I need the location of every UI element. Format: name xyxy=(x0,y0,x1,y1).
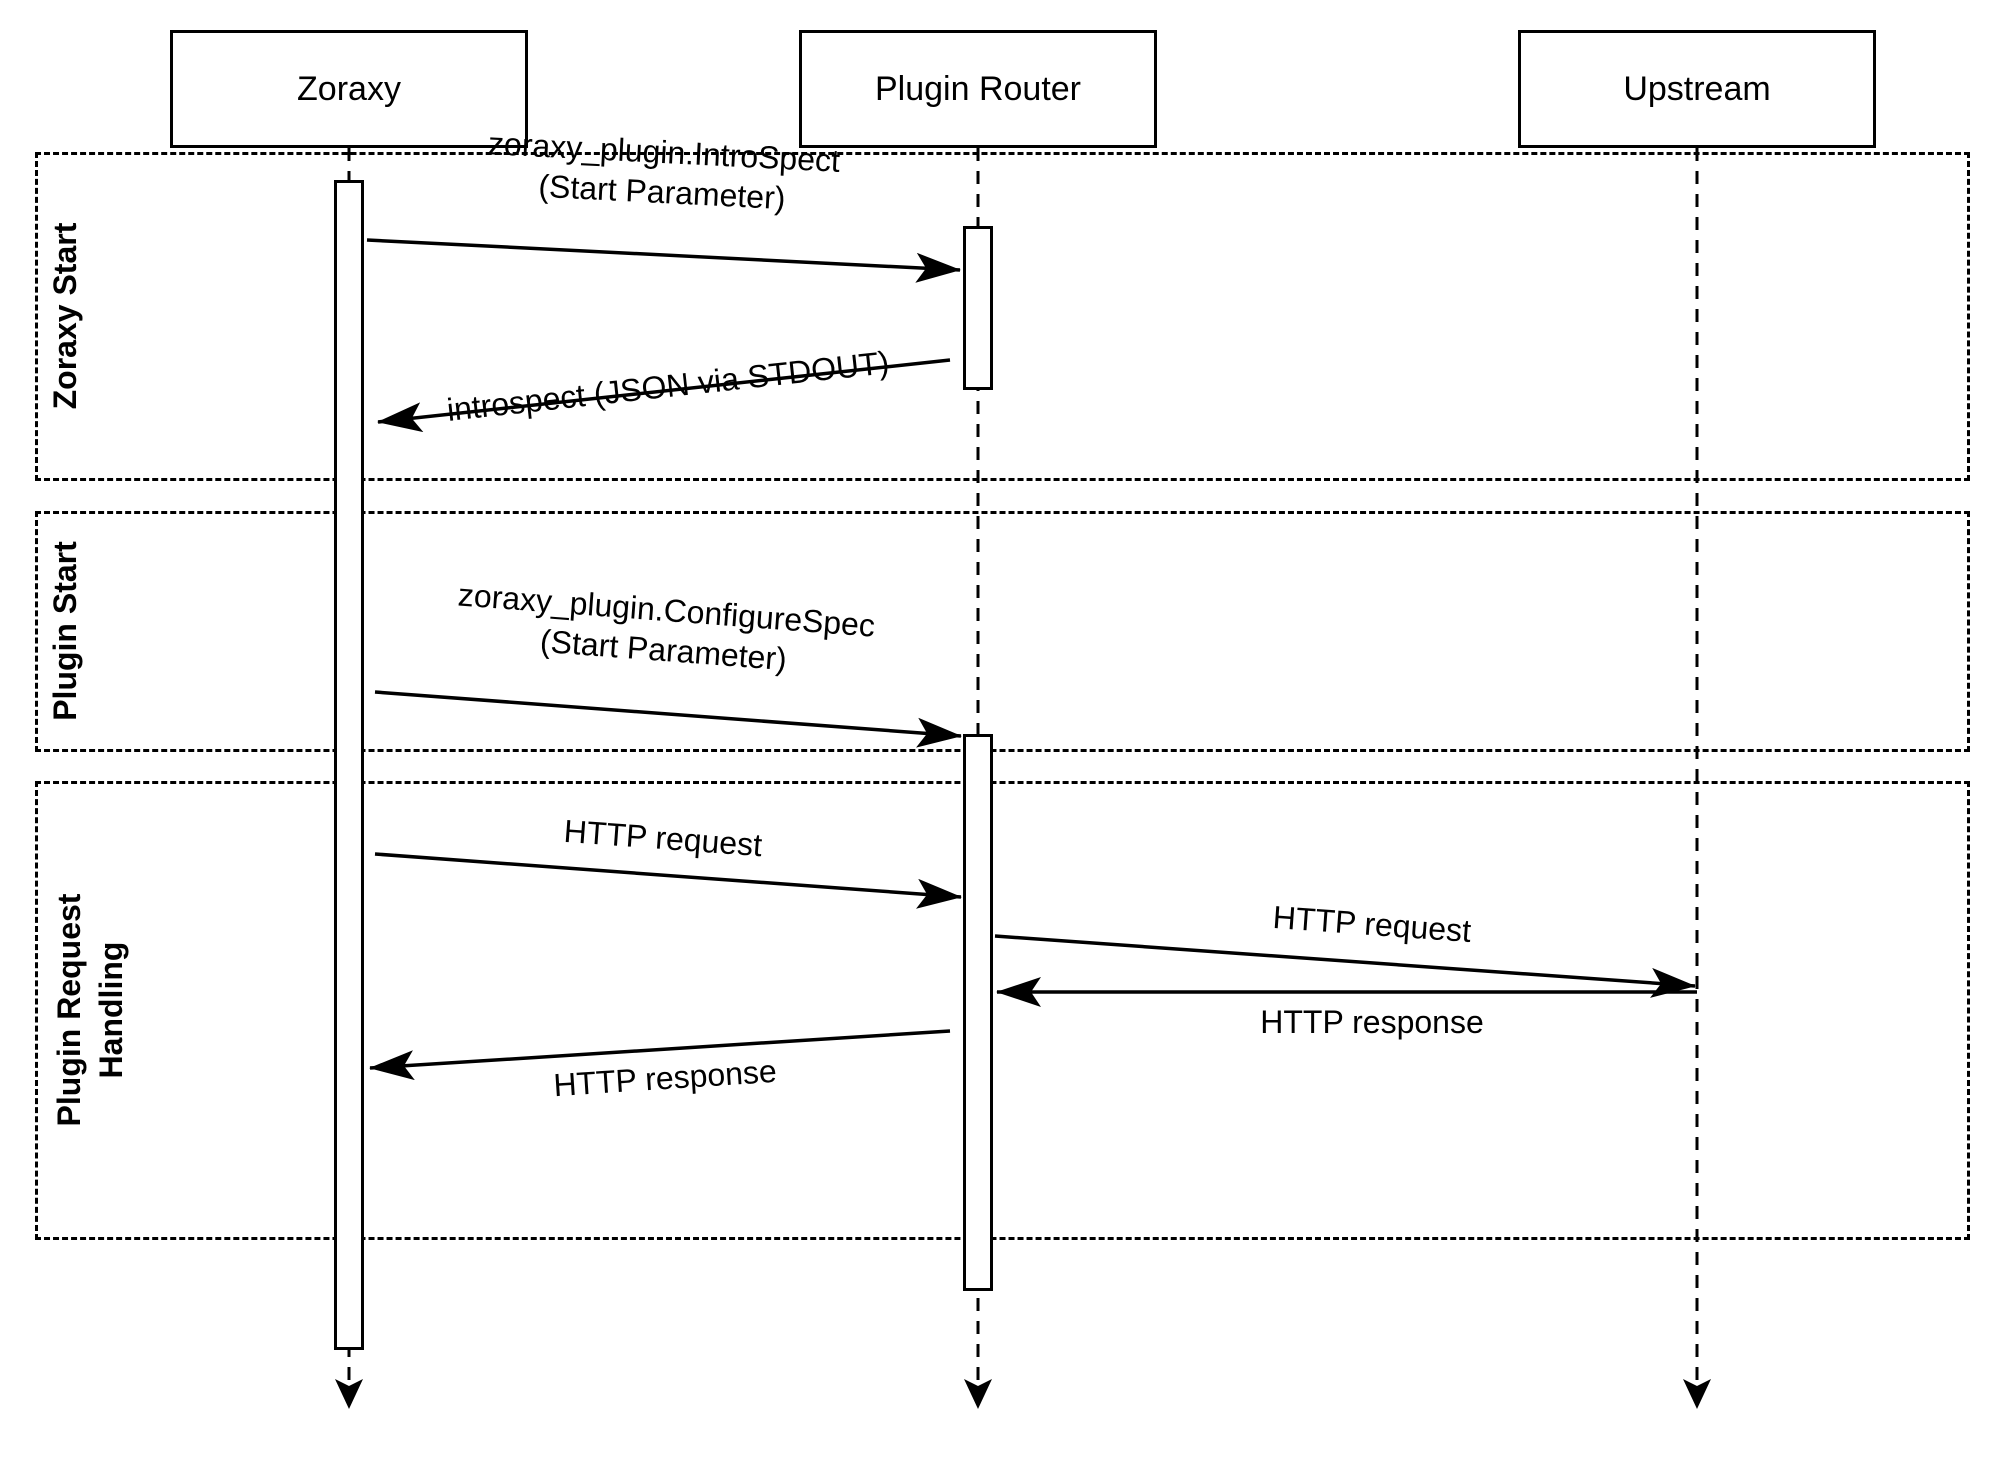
participant-label-upstream: Upstream xyxy=(1623,69,1771,108)
message-line-configurespec-call xyxy=(374,690,962,748)
message-line-http-response-router-zoraxy xyxy=(369,1029,951,1081)
frame-zoraxy-start xyxy=(35,152,1970,481)
participant-box-upstream: Upstream xyxy=(1518,30,1876,148)
message-line-http-request-zoraxy-router xyxy=(374,852,962,909)
participant-label-zoraxy: Zoraxy xyxy=(297,69,401,108)
frame-label-plugin-start: Plugin Start xyxy=(47,541,83,721)
message-line-introspect-return xyxy=(377,358,951,433)
message-line-http-request-router-upstream xyxy=(994,934,1696,998)
participant-box-plugin-router: Plugin Router xyxy=(799,30,1157,148)
frame-label-line2: Handling xyxy=(93,941,129,1079)
frame-label-zoraxy-start: Zoraxy Start xyxy=(47,222,83,410)
frame-label-plugin-request-handling: Plugin Request Handling xyxy=(48,894,132,1127)
participant-label-plugin-router: Plugin Router xyxy=(874,69,1081,108)
message-label-http-response-upstream-router: HTTP response xyxy=(1260,1004,1484,1040)
message-line-introspect-call xyxy=(366,238,961,283)
activation-bar-plugin-router-2 xyxy=(963,734,993,1291)
frame-label-line1: Plugin Request xyxy=(51,893,87,1127)
activation-bar-zoraxy xyxy=(334,180,364,1350)
frame-plugin-request-handling xyxy=(35,781,1970,1240)
activation-bar-plugin-router-1 xyxy=(963,226,993,390)
frame-plugin-start xyxy=(35,511,1970,752)
participant-box-zoraxy: Zoraxy xyxy=(170,30,528,148)
